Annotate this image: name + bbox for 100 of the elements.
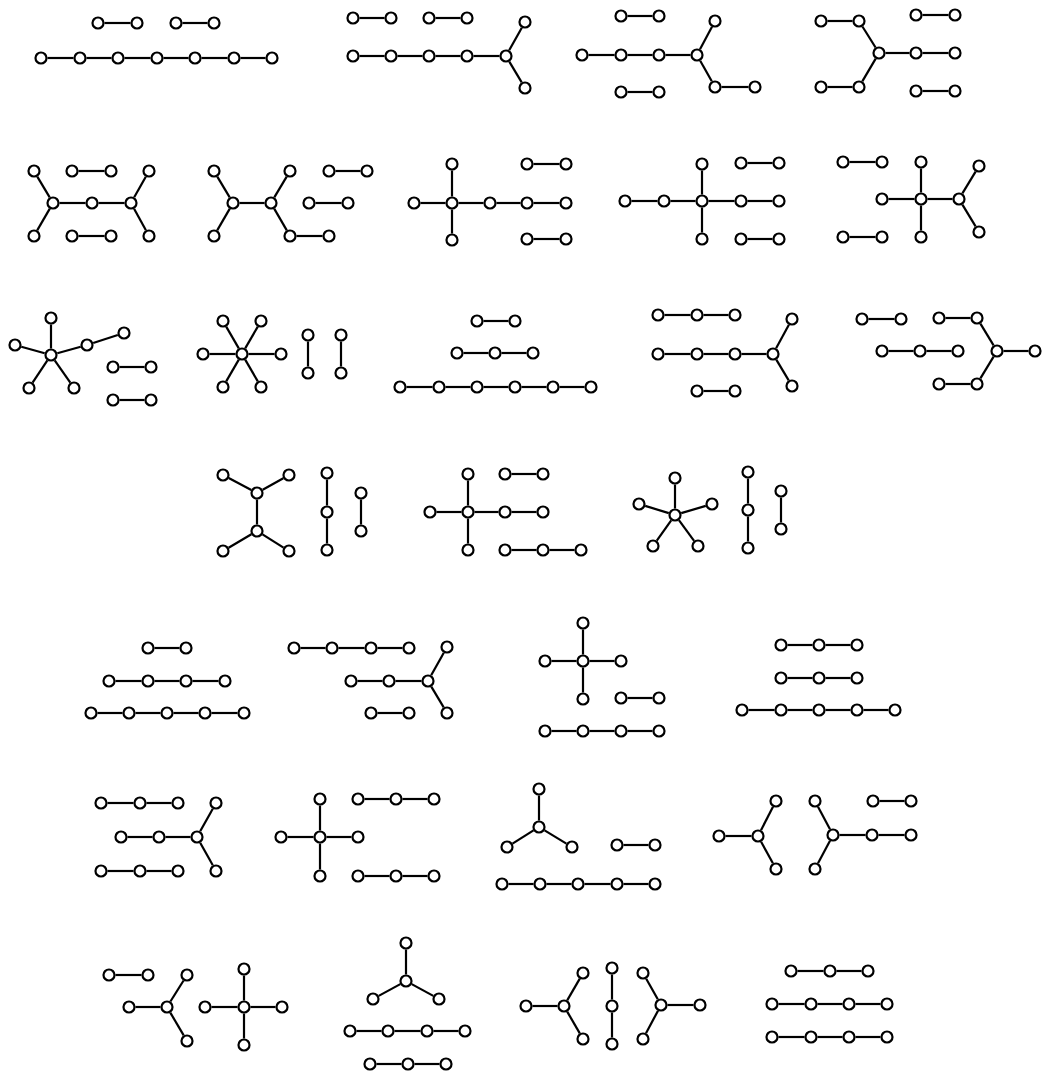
node-circle [814,14,828,28]
node-circle [519,999,533,1013]
node-circle [532,782,546,796]
edge-line [623,843,649,847]
edge-line [335,169,361,173]
edge-line [1003,349,1029,353]
edge-line [836,969,862,973]
node-circle [461,467,475,481]
edge-line [787,708,813,712]
node-circle [322,229,336,243]
node-circle [237,1038,251,1052]
node-circle [614,724,628,738]
edge-line [199,808,214,832]
edge-line [827,85,853,89]
node-circle [389,792,403,806]
edge-line [433,1029,459,1033]
node-circle [500,840,514,854]
edge-line [566,1011,581,1034]
edge-line [357,679,383,683]
node-circle [384,11,398,25]
edge-line [287,835,314,839]
edge-line [216,176,231,198]
node-circle [422,11,436,25]
edge-line [979,356,995,379]
node-circle [196,347,210,361]
edge-line [209,352,236,356]
edge-line [508,61,523,83]
node-circle [546,380,560,394]
edge-line [961,204,977,227]
node-circle [875,344,889,358]
edge-line [825,676,851,680]
node-circle [46,196,60,210]
node-circle [520,157,534,171]
edge-line [273,176,288,198]
edge-line [377,711,403,715]
node-circle [559,157,573,171]
node-circle [150,51,164,65]
edge-line [146,869,172,873]
edge-line [581,629,585,655]
node-circle [766,347,780,361]
edge-line [945,382,971,386]
node-circle [407,196,421,210]
edge-line [551,659,577,663]
edge-line [703,389,729,393]
edge-line [473,54,500,58]
node-circle [334,366,348,380]
node-circle [520,232,534,246]
edge-line [402,874,428,878]
edge-line [775,359,790,381]
edge-line [849,235,876,239]
node-circle [450,346,464,360]
node-circle [445,196,459,210]
node-circle [382,674,396,688]
edge-line [919,205,923,231]
node-circle [254,314,268,328]
node-circle [152,830,166,844]
node-circle [171,864,185,878]
edge-line [589,659,615,663]
node-circle [22,381,36,395]
edge-line [827,19,853,23]
edge-line [584,882,611,886]
edge-line [627,90,653,94]
edge-line [919,168,923,193]
edge-line [466,480,470,506]
node-circle [8,338,22,352]
edge-line [225,359,240,382]
edge-line [296,234,323,238]
node-circle [571,877,585,891]
node-circle [808,794,822,808]
node-circle [605,1037,619,1051]
node-circle [734,232,748,246]
node-circle [651,308,665,322]
node-circle [366,992,380,1006]
node-circle [207,16,221,30]
node-circle [423,505,437,519]
edge-line [508,27,523,51]
edge-line [817,1002,843,1006]
node-circle [458,1024,472,1038]
edge-line [115,973,142,977]
edge-line [533,162,560,166]
edge-line [665,53,691,57]
edge-line [483,385,509,389]
edge-line [725,834,752,838]
node-circle [812,638,826,652]
node-circle [171,796,185,810]
edge-line [244,359,259,382]
edge-line [855,1035,881,1039]
node-circle [875,192,889,206]
edge-line [778,1002,805,1006]
edge-line [242,975,246,1001]
node-circle [808,862,822,876]
node-circle [287,641,301,655]
node-circle [765,997,779,1011]
node-circle [826,828,840,842]
node-circle [190,830,204,844]
node-circle [948,84,962,98]
node-circle [461,505,475,519]
edge-line [610,974,614,1000]
edge-line [244,326,259,349]
node-circle [657,194,671,208]
